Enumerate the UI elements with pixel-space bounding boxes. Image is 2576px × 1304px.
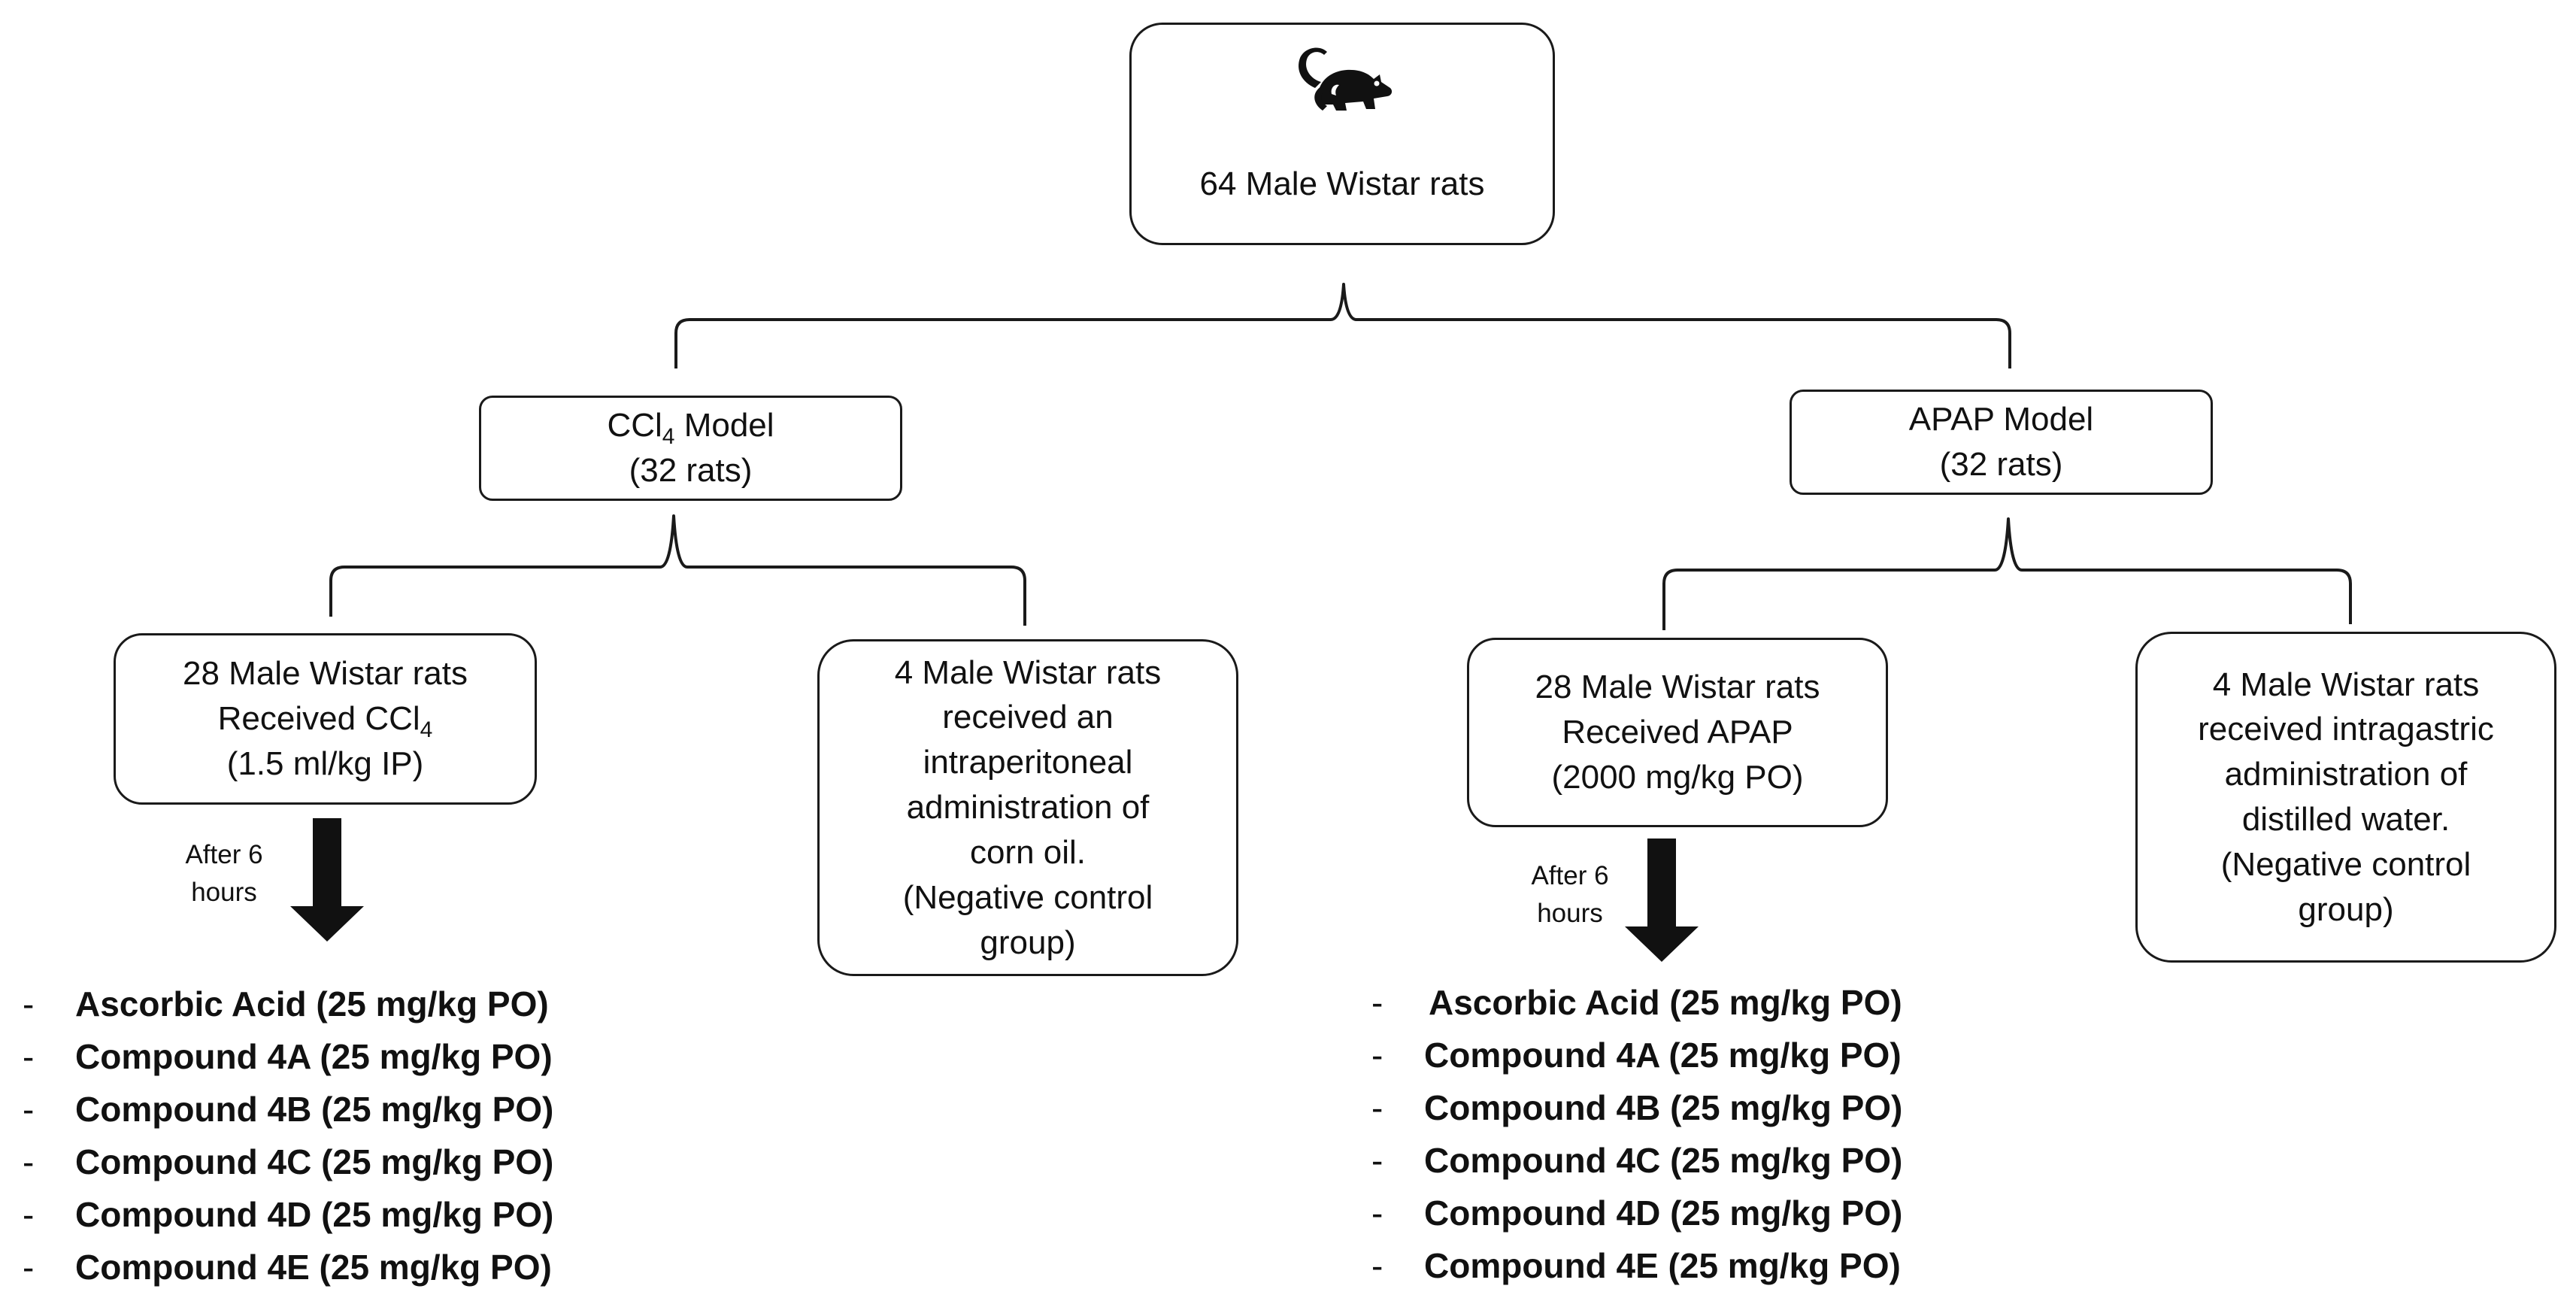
apap-model-box: APAP Model (32 rats) — [1790, 390, 2213, 495]
ccl4-control-group-box: 4 Male Wistar rats received an intraperi… — [817, 639, 1238, 976]
ccl4-control-line: (Negative control — [902, 878, 1153, 916]
list-item: -Compound 4E (25 mg/kg PO) — [1371, 1246, 1901, 1285]
apap-bracket — [1662, 517, 2352, 630]
ccl4-treated-line3: (1.5 ml/kg IP) — [226, 744, 424, 782]
list-item: -Compound 4E (25 mg/kg PO) — [23, 1248, 552, 1287]
root-label: 64 Male Wistar rats — [1199, 165, 1485, 203]
apap-treated-line2: Received APAP — [1562, 714, 1793, 751]
ccl4-model-title: CCl4 Model — [607, 407, 774, 450]
apap-treated-line1: 28 Male Wistar rats — [1535, 669, 1820, 706]
list-item: -Compound 4D (25 mg/kg PO) — [23, 1195, 554, 1234]
list-item: -Ascorbic Acid (25 mg/kg PO) — [23, 984, 549, 1023]
apap-control-line: distilled water. — [2241, 801, 2450, 838]
ccl4-bracket — [329, 514, 1026, 626]
apap-after-label: After 6 hours — [1531, 861, 1609, 928]
list-item: -Compound 4A (25 mg/kg PO) — [23, 1037, 553, 1076]
list-item: -Compound 4C (25 mg/kg PO) — [1371, 1141, 1903, 1180]
ccl4-control-line: administration of — [906, 789, 1150, 826]
root-bracket — [674, 283, 2011, 368]
list-item: -Compound 4D (25 mg/kg PO) — [1371, 1193, 1903, 1233]
ccl4-control-line: received an — [942, 699, 1114, 736]
list-item: -Compound 4A (25 mg/kg PO) — [1371, 1036, 1902, 1075]
ccl4-treatment-list: -Ascorbic Acid (25 mg/kg PO) -Compound 4… — [23, 978, 699, 1293]
ccl4-treated-line2: Received CCl4 — [217, 700, 433, 743]
ccl4-after-label: After 6 hours — [185, 840, 263, 907]
ccl4-treated-group-box: 28 Male Wistar rats Received CCl4 (1.5 m… — [114, 633, 537, 805]
list-item: -Compound 4B (25 mg/kg PO) — [1371, 1088, 1903, 1127]
ccl4-model-box: CCl4 Model (32 rats) — [479, 396, 902, 501]
list-item: -Compound 4B (25 mg/kg PO) — [23, 1090, 554, 1129]
apap-control-line: (Negative control — [2220, 845, 2471, 883]
apap-model-title: APAP Model — [1908, 401, 2094, 438]
list-item: -Ascorbic Acid (25 mg/kg PO) — [1371, 983, 1902, 1022]
apap-control-line: group) — [2298, 890, 2394, 928]
apap-treated-line3: (2000 mg/kg PO) — [1551, 758, 1804, 796]
ccl4-control-line: 4 Male Wistar rats — [894, 654, 1162, 691]
ccl4-down-arrow — [290, 818, 364, 942]
apap-control-group-box: 4 Male Wistar rats received intragastric… — [2135, 632, 2556, 963]
apap-control-line: administration of — [2224, 756, 2468, 793]
ccl4-control-line: intraperitoneal — [923, 744, 1133, 781]
ccl4-treated-line1: 28 Male Wistar rats — [183, 655, 468, 693]
apap-control-line: 4 Male Wistar rats — [2212, 666, 2480, 703]
rat-icon — [1299, 47, 1393, 111]
ccl4-control-line: group) — [980, 923, 1076, 961]
apap-treatment-list: -Ascorbic Acid (25 mg/kg PO) -Compound 4… — [1371, 976, 2048, 1292]
apap-model-count: (32 rats) — [1939, 446, 2063, 483]
apap-down-arrow — [1625, 839, 1699, 962]
ccl4-model-count: (32 rats) — [629, 452, 753, 489]
apap-treated-group-box: 28 Male Wistar rats Received APAP (2000 … — [1467, 638, 1888, 827]
root-box: 64 Male Wistar rats — [1129, 23, 1555, 245]
ccl4-control-line: corn oil. — [969, 833, 1086, 871]
list-item: -Compound 4C (25 mg/kg PO) — [23, 1142, 554, 1181]
apap-control-line: received intragastric — [2198, 711, 2494, 748]
